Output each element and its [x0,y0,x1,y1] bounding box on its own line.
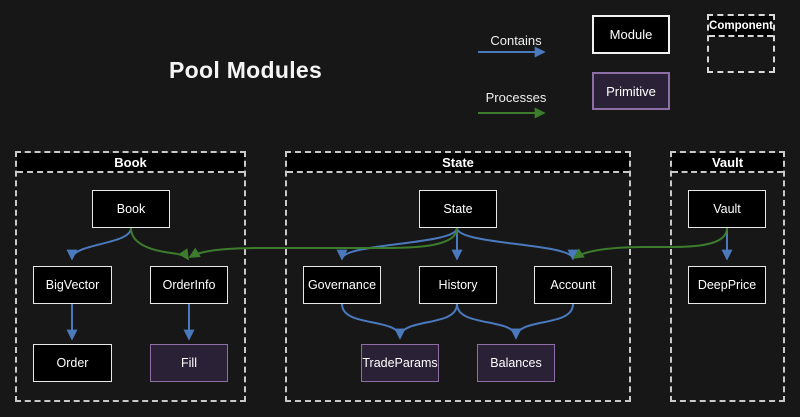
container-book: Book [15,151,246,402]
node-vault: Vault [688,190,766,228]
node-deepprice: DeepPrice [688,266,766,304]
container-vault: Vault [670,151,785,402]
node-order: Order [33,344,112,382]
legend-contains-label: Contains [490,33,542,48]
node-tradeparams: TradeParams [361,344,439,382]
node-balances: Balances [477,344,555,382]
legend-primitive-label: Primitive [606,83,656,99]
node-account: Account [534,266,612,304]
legend-component-label: Component [709,16,773,37]
container-state: State [285,151,631,402]
container-vault-header: Vault [672,153,783,173]
node-book: Book [92,190,170,228]
node-governance: Governance [303,266,381,304]
container-book-header: Book [17,153,244,173]
legend-module-swatch: Module [592,15,670,54]
node-history: History [419,266,497,304]
legend-processes-label: Processes [485,90,547,105]
legend-primitive-swatch: Primitive [592,72,670,110]
node-bigvector: BigVector [33,266,112,304]
legend-component-swatch: Component [707,14,775,73]
container-state-header: State [287,153,629,173]
node-fill: Fill [150,344,228,382]
node-orderinfo: OrderInfo [150,266,228,304]
node-state: State [419,190,497,228]
legend-module-label: Module [609,27,653,42]
page-title: Pool Modules [169,57,323,83]
